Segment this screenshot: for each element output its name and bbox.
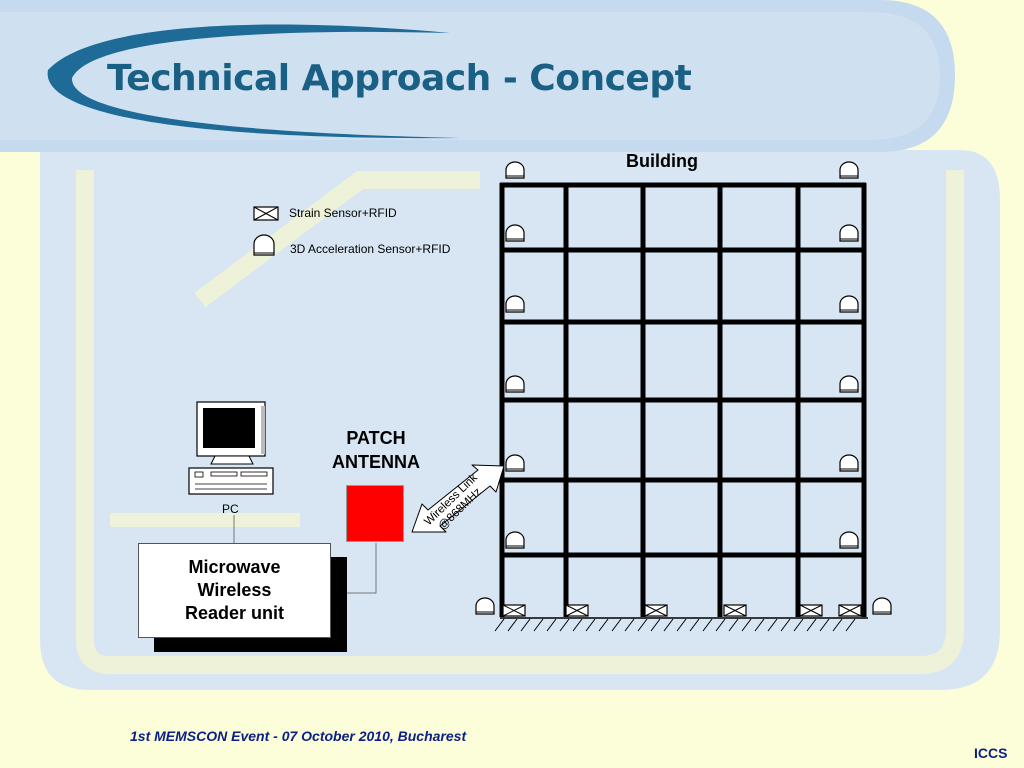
building-floors	[500, 182, 866, 558]
ground-hatch-mark	[754, 618, 765, 632]
acceleration-sensors	[475, 161, 892, 615]
ground-hatch-mark	[806, 618, 817, 632]
ground-hatch-mark	[715, 618, 726, 632]
strain-sensor-icon	[723, 604, 747, 617]
acceleration-sensor-icon	[505, 295, 525, 313]
pc-label: PC	[222, 502, 239, 516]
strain-sensor-icon	[253, 206, 279, 221]
ground-hatch-mark	[637, 618, 648, 632]
patch-antenna	[346, 485, 404, 542]
acceleration-sensor-icon	[839, 454, 859, 472]
ground-hatch-mark	[702, 618, 713, 632]
ground-hatch-mark	[585, 618, 596, 632]
pc-computer-icon	[188, 401, 274, 495]
acceleration-sensor-icon	[505, 531, 525, 549]
footer-organization: ICCS	[974, 745, 1008, 761]
building-columns	[499, 183, 867, 617]
reader-line-2: Wireless	[197, 580, 272, 600]
reader-line-3: Reader unit	[184, 603, 285, 623]
ground-hatch-mark	[650, 618, 661, 632]
acceleration-sensor-icon	[839, 531, 859, 549]
ground-hatch-mark	[689, 618, 700, 632]
legend-label-strain: Strain Sensor+RFID	[289, 206, 397, 220]
ground-hatch-mark	[598, 618, 609, 632]
acceleration-sensor-icon	[839, 375, 859, 393]
patch-antenna-label-line1: PATCH	[346, 428, 406, 448]
acceleration-sensor-icon	[505, 161, 525, 179]
ground-hatch-mark	[611, 618, 622, 632]
ground-hatch-mark	[845, 618, 856, 632]
house-roof-stripe	[194, 171, 480, 308]
ground-hatch-mark	[728, 618, 739, 632]
acceleration-sensor-icon	[839, 161, 859, 179]
acceleration-sensor-icon	[505, 454, 525, 472]
ground-hatch-mark	[819, 618, 830, 632]
ground-hatch-mark	[572, 618, 583, 632]
strain-sensor-icon	[838, 604, 862, 617]
patch-antenna-label-line2: ANTENNA	[332, 452, 420, 472]
strain-sensor-icon	[644, 604, 668, 617]
connection-lines	[233, 515, 377, 594]
wireless-link-arrow-icon	[411, 464, 505, 533]
legend-label-acceleration: 3D Acceleration Sensor+RFID	[290, 242, 451, 256]
building-frame	[475, 161, 892, 632]
acceleration-sensor-icon	[839, 224, 859, 242]
ground-hatch-mark	[832, 618, 843, 632]
ground-hatch-mark	[546, 618, 557, 632]
acceleration-sensor-icon	[475, 597, 495, 615]
strain-sensor-icon	[799, 604, 823, 617]
acceleration-sensor-icon	[253, 234, 275, 256]
page-title: Technical Approach - Concept	[107, 58, 692, 99]
ground-hatching	[494, 617, 868, 632]
ground-hatch-mark	[793, 618, 804, 632]
ground-hatch-mark	[624, 618, 635, 632]
ground-hatch-mark	[676, 618, 687, 632]
ground-hatch-mark	[559, 618, 570, 632]
building-label: Building	[626, 151, 698, 171]
reader-unit-box: Microwave Wireless Reader unit	[138, 543, 331, 638]
acceleration-sensor-icon	[872, 597, 892, 615]
ground-hatch-mark	[533, 618, 544, 632]
ground-hatch-mark	[507, 618, 518, 632]
footer-event: 1st MEMSCON Event - 07 October 2010, Buc…	[130, 728, 467, 744]
ground-hatch-mark	[741, 618, 752, 632]
ground-hatch-mark	[494, 618, 505, 632]
acceleration-sensor-icon	[839, 295, 859, 313]
ground-hatch-mark	[780, 618, 791, 632]
ground-hatch-mark	[767, 618, 778, 632]
ground-hatch-mark	[520, 618, 531, 632]
patch-antenna-label: PATCH ANTENNA	[318, 426, 434, 474]
header-band-inner	[0, 12, 940, 140]
acceleration-sensor-icon	[505, 224, 525, 242]
acceleration-sensor-icon	[505, 375, 525, 393]
strain-sensor-icon	[565, 604, 589, 617]
strain-sensors	[502, 604, 862, 617]
reader-line-1: Microwave	[188, 557, 281, 577]
house-outline-stripe	[76, 170, 964, 674]
strain-sensor-icon	[502, 604, 526, 617]
legend-icons	[253, 206, 279, 256]
ground-hatch-mark	[663, 618, 674, 632]
